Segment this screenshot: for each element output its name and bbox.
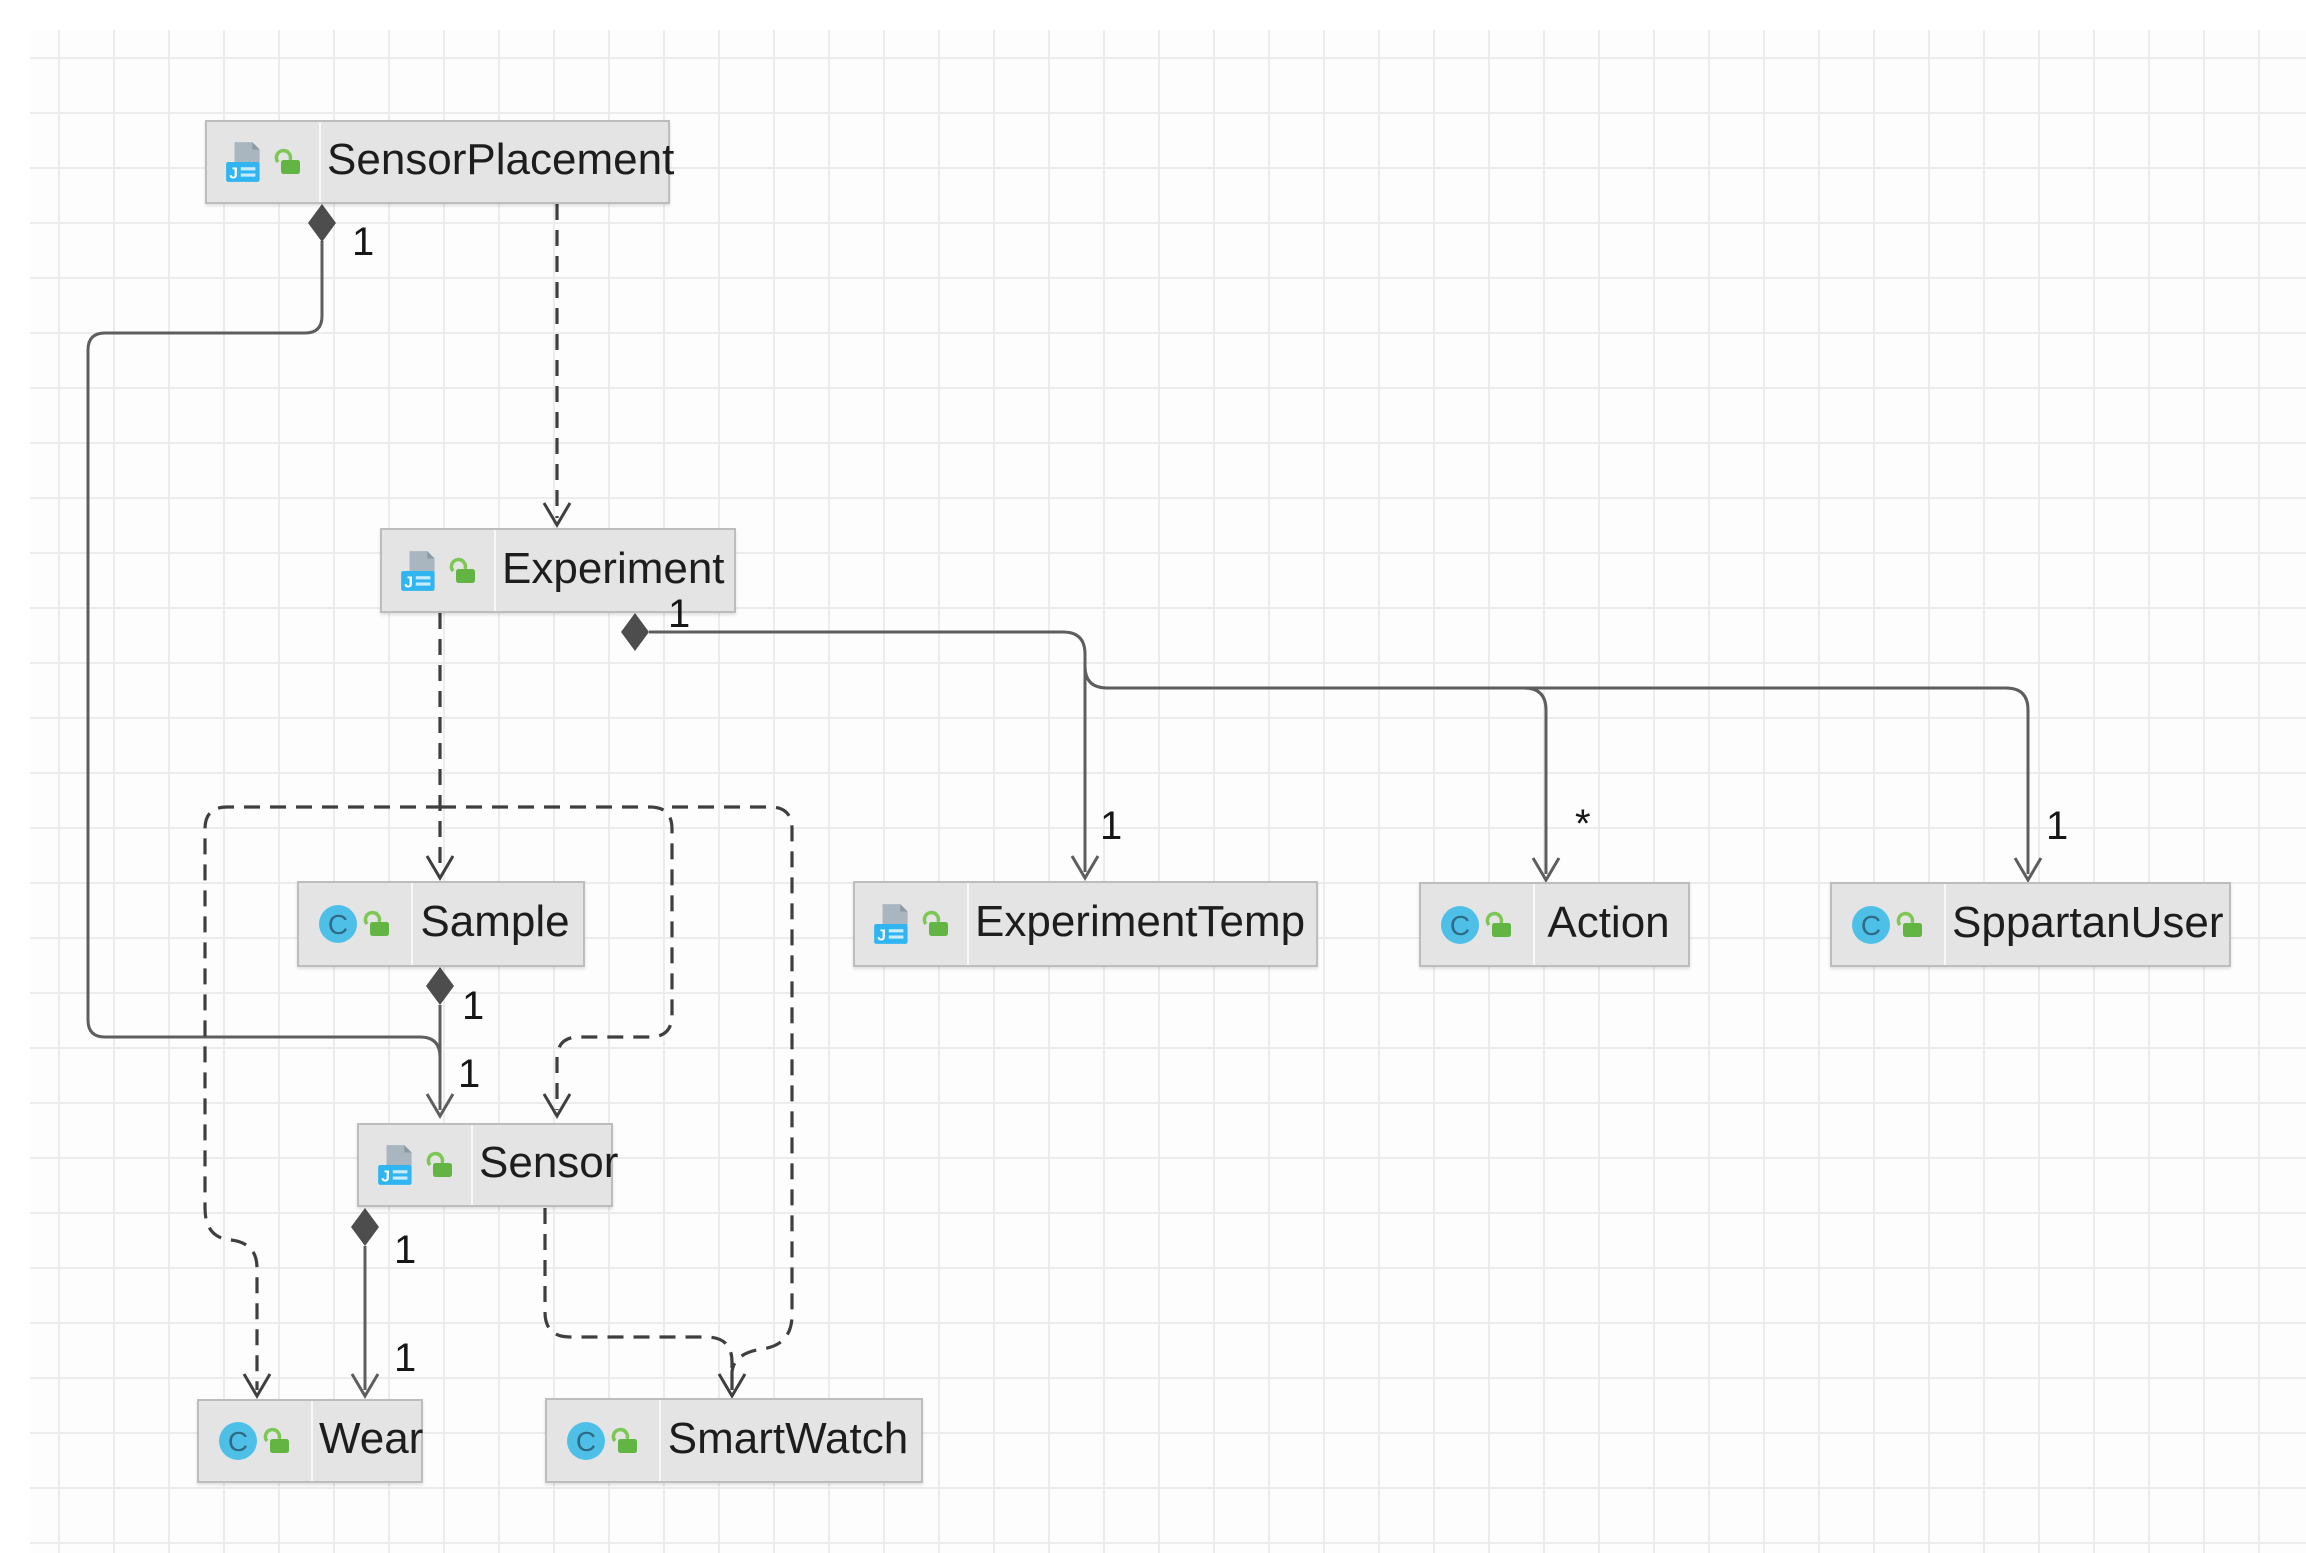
lock-icon [448,556,478,586]
lock-icon [921,909,951,939]
class-icon [566,1421,606,1461]
multiplicity-label: 1 [1100,804,1123,848]
multiplicity-label: 1 [394,1336,417,1380]
arrowhead [425,855,455,881]
lock-icon [273,147,303,177]
node-sample[interactable]: Sample [297,881,585,967]
node-experimenttemp[interactable]: ExperimentTemp [853,881,1318,967]
arrowhead [542,1093,572,1119]
lock-icon [610,1426,640,1456]
composition-diamond [426,967,454,1005]
lock-icon [362,909,392,939]
class-icon [318,904,358,944]
java-class-icon [398,548,444,594]
arrowhead [1070,855,1100,881]
node-smartwatch[interactable]: SmartWatch [545,1398,923,1483]
node-label: Sample [420,897,570,946]
lock-icon [1895,910,1925,940]
java-class-icon [871,901,917,947]
edge-experiment-sppartanuser [1083,665,2030,874]
node-label: Action [1547,897,1670,947]
edge-experiment-wear [203,805,442,1390]
lock-icon [262,1426,292,1456]
class-icon [1851,905,1891,945]
arrowhead [425,1093,455,1119]
node-label: Sensor [479,1138,619,1187]
arrowhead [350,1373,380,1399]
edge-experiment-smartwatch [672,805,794,1390]
class-icon [218,1421,258,1461]
node-sensor[interactable]: Sensor [357,1123,618,1207]
multiplicity-label: 1 [458,1052,481,1096]
node-label: Wear [319,1414,424,1463]
arrowhead [717,1373,747,1399]
node-sppartanuser[interactable]: SppartanUser [1830,882,2231,967]
edge-sensorplacement-sensor [86,241,442,1110]
node-label: SensorPlacement [327,135,675,184]
composition-diamond [308,204,336,242]
node-label: Experiment [502,543,725,593]
arrowhead [542,502,572,528]
node-label: SppartanUser [1952,897,2224,947]
edge-experiment-experimenttemp [649,630,1087,872]
multiplicity-label: 1 [462,984,485,1028]
java-class-icon [223,139,269,185]
multiplicity-label: * [1575,802,1591,846]
arrowhead [242,1373,272,1399]
node-experiment[interactable]: Experiment [380,528,736,613]
edge-experiment-action [1523,686,1548,874]
multiplicity-label: 1 [2046,804,2069,848]
node-action[interactable]: Action [1419,882,1690,967]
java-class-icon [375,1142,421,1188]
multiplicity-label: 1 [352,220,375,264]
node-wear[interactable]: Wear [197,1399,423,1483]
arrowhead [1531,857,1561,883]
composition-diamond [621,613,649,651]
multiplicity-label: 1 [668,592,691,636]
node-label: ExperimentTemp [975,897,1306,946]
edge-sensor-smartwatch [543,1208,734,1390]
class-icon [1440,905,1480,945]
lock-icon [425,1150,455,1180]
multiplicity-label: 1 [394,1228,417,1272]
lock-icon [1484,910,1514,940]
arrowhead [2013,857,2043,883]
composition-diamond [351,1208,379,1246]
edge-experiment-sensor [440,805,674,1110]
node-sensorplacement[interactable]: SensorPlacement [205,120,674,204]
node-label: SmartWatch [667,1413,909,1463]
